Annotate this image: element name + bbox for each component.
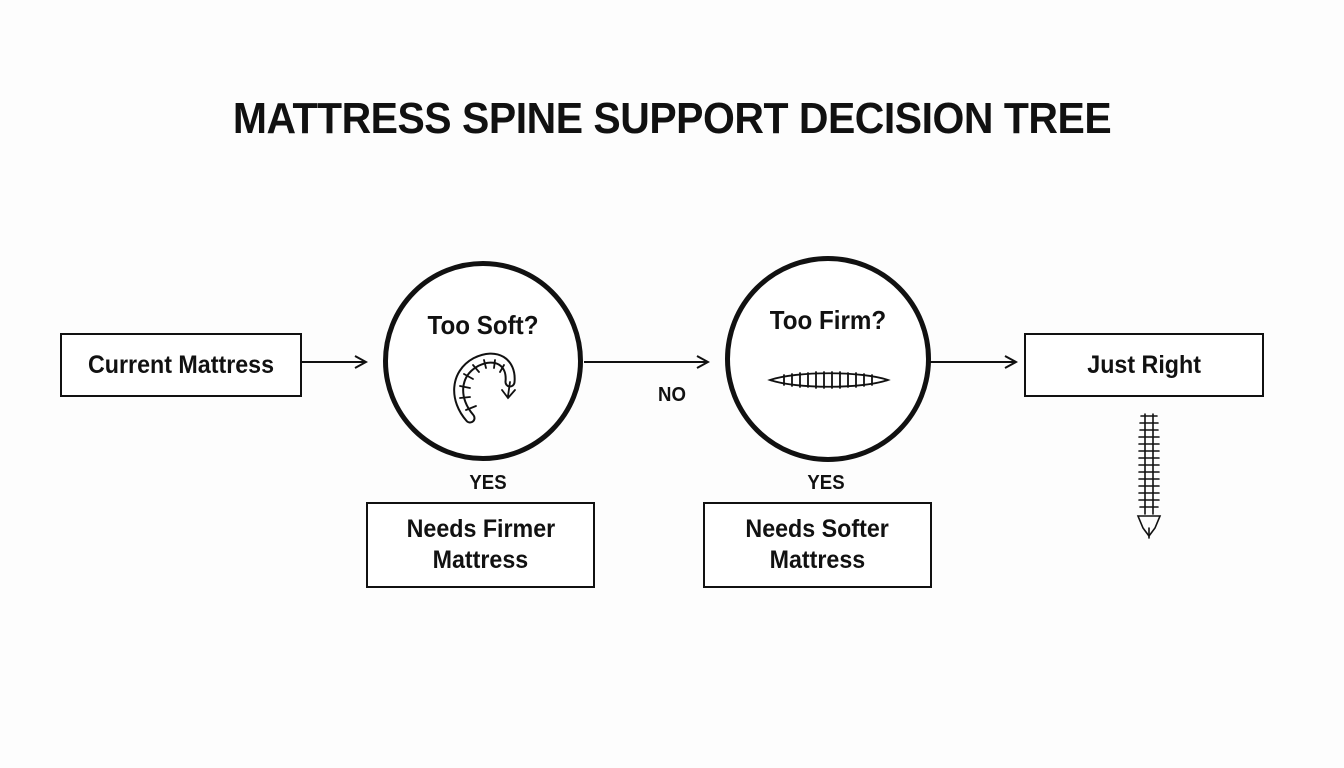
node-just-right-label: Just Right: [1087, 350, 1201, 379]
node-just-right: Just Right: [1024, 333, 1264, 397]
edge-label-no: NO: [658, 384, 686, 406]
node-needs-firmer-line1: Needs Firmer: [406, 515, 555, 543]
node-too-firm-label: Too Firm?: [769, 305, 887, 335]
node-needs-softer-line1: Needs Softer: [745, 515, 890, 543]
node-needs-firmer: Needs Firmer Mattress: [366, 502, 595, 588]
node-current-mattress-label: Current Mattress: [87, 350, 275, 379]
straight-spine-icon: [1136, 413, 1162, 539]
node-needs-softer: Needs Softer Mattress: [703, 502, 932, 588]
node-too-firm: Too Firm?: [725, 256, 931, 462]
curved-spine-icon: [453, 352, 516, 424]
flat-spine-icon: [767, 371, 891, 389]
node-current-mattress: Current Mattress: [60, 333, 302, 397]
edge-label-soft-yes: YES: [469, 472, 507, 494]
node-too-soft-label: Too Soft?: [427, 310, 539, 340]
node-needs-softer-line2: Mattress: [769, 546, 866, 574]
diagram-title: MATTRESS SPINE SUPPORT DECISION TREE: [232, 94, 1112, 143]
edge-label-firm-yes: YES: [807, 472, 845, 494]
node-needs-firmer-line2: Mattress: [432, 546, 529, 574]
node-too-soft: Too Soft?: [383, 261, 583, 461]
